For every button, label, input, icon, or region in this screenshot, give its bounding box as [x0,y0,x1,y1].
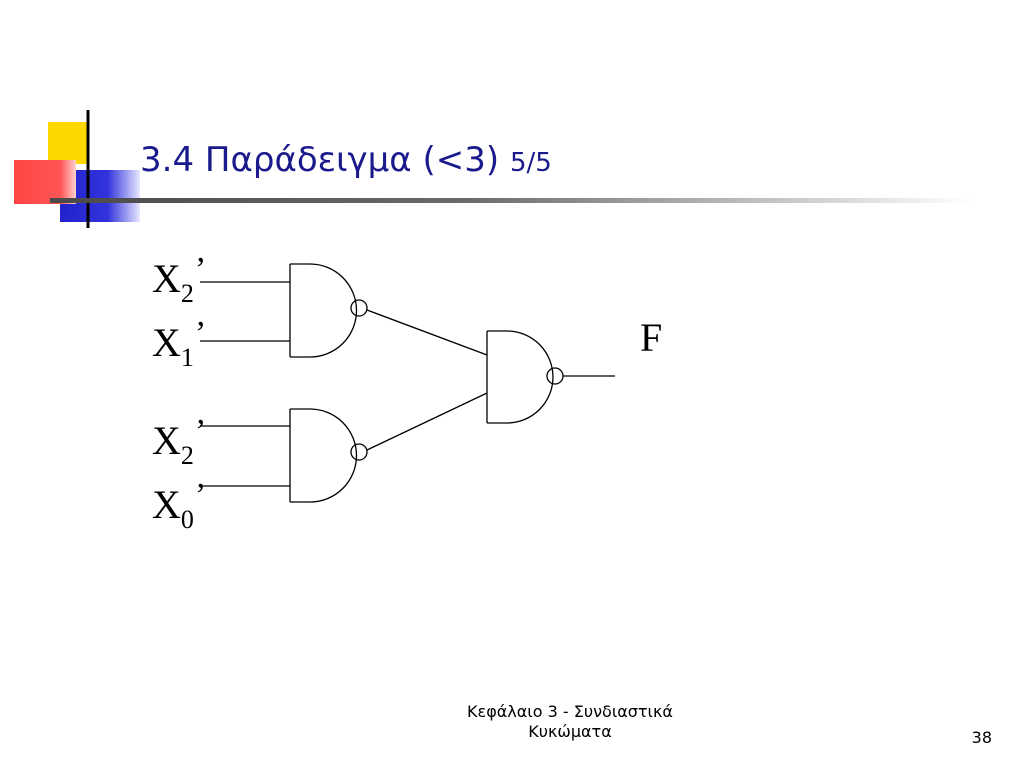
corner-decoration [14,110,140,228]
input-label-x2-a: X2’ [152,251,207,308]
nand-gate-2 [289,408,358,503]
title-main: 3.4 Παράδειγμα (<3) [140,140,500,180]
nand-gate-3-bubble [546,367,564,385]
nand-gate-3 [486,330,554,424]
nand-gate-2-bubble [350,443,368,461]
yellow-square [48,122,88,164]
title-underline [50,198,970,203]
footer-chapter-title: Κεφάλαιο 3 - Συνδιαστικά Κυκώματα [440,702,700,742]
slide-title: 3.4 Παράδειγμα (<3) 5/5 [140,138,552,185]
title-page-indicator: 5/5 [509,148,552,178]
page-number: 38 [971,728,992,747]
input-label-x1: X1’ [152,315,207,372]
output-label-f: F [640,315,663,360]
wire-gate1-to-gate3 [366,309,488,356]
nand-gate-1-bubble [350,299,368,317]
red-square [14,160,76,204]
input-label-x0: X0’ [152,477,207,534]
footer-line-2: Κυκώματα [528,722,612,741]
nand-gate-1 [289,263,358,358]
wire-gate2-to-gate3 [366,392,488,451]
input-label-x2-b: X2’ [152,413,207,470]
footer-line-1: Κεφάλαιο 3 - Συνδιαστικά [467,702,673,721]
